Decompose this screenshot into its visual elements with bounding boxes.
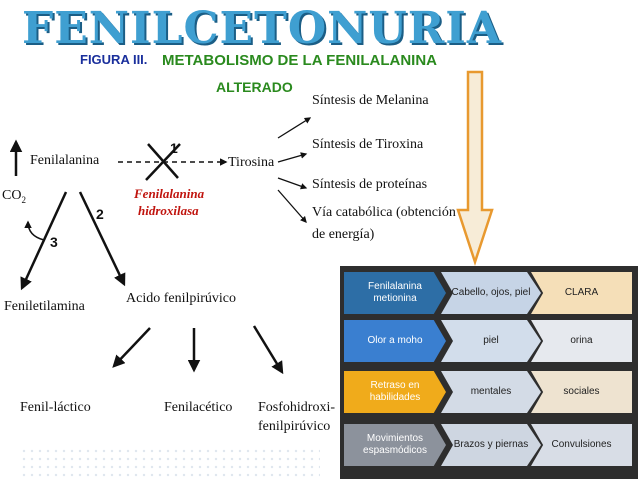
arrow-co2 bbox=[24, 220, 45, 241]
table-cell-r1-c2: Cabello, ojos, piel bbox=[441, 272, 541, 314]
label-fenil-lactico: Fenil-láctico bbox=[20, 400, 91, 415]
slide-header: FENILCETONURIA bbox=[0, 0, 638, 58]
label-fosfohidroxi-1: Fosfohidroxi- bbox=[258, 400, 335, 415]
table-cell-r1-c3: CLARA bbox=[531, 272, 632, 314]
figure-label: FIGURA III. bbox=[80, 52, 148, 67]
arrow-via-catabolica bbox=[277, 189, 307, 223]
co2-text: CO bbox=[2, 188, 22, 203]
arrow-fenil-lactico bbox=[112, 327, 151, 368]
slide-title: FENILCETONURIA bbox=[22, 3, 503, 54]
arrow-tiroxina bbox=[277, 152, 308, 163]
table-cell-r4-c2: Brazos y piernas bbox=[441, 424, 541, 466]
label-co2: CO2 bbox=[2, 188, 26, 208]
table-cell-r3-c1: Retraso en habilidades bbox=[344, 371, 446, 413]
figure-title-line2: ALTERADO bbox=[216, 79, 293, 95]
label-fenilalanina: Fenilalanina bbox=[30, 153, 100, 168]
label-tiroxina: Síntesis de Tiroxina bbox=[312, 137, 424, 152]
label-step-3: 3 bbox=[50, 234, 58, 250]
arrow-acido bbox=[78, 191, 126, 287]
table-cell-r3-c2: mentales bbox=[441, 371, 541, 413]
label-step-2: 2 bbox=[96, 206, 104, 222]
label-energia: de energía) bbox=[312, 227, 375, 242]
table-cell-r3-c3: sociales bbox=[531, 371, 632, 413]
label-enzyme-2: hidroxilasa bbox=[138, 203, 199, 218]
label-acido-fenilpiruvico: Acido fenilpirúvico bbox=[126, 291, 237, 306]
dotted-background bbox=[20, 447, 320, 479]
figure-title: METABOLISMO DE LA FENILALANINA bbox=[162, 52, 437, 69]
arrow-melanina bbox=[277, 117, 312, 139]
arrow-fosfohidroxi bbox=[252, 325, 284, 375]
table-cell-r4-c3: Convulsiones bbox=[531, 424, 632, 466]
label-feniletilamina: Feniletilamina bbox=[4, 299, 85, 314]
table-cell-r2-c3: orina bbox=[531, 320, 632, 362]
label-tirosina: Tirosina bbox=[228, 155, 275, 170]
label-via-catabolica: Vía catabólica (obtención bbox=[312, 205, 456, 220]
label-melanina: Síntesis de Melanina bbox=[312, 93, 429, 108]
table-cell-r2-c2: piel bbox=[441, 320, 541, 362]
table-cell-r1-c1: Fenilalanina metionina bbox=[344, 272, 446, 314]
label-proteinas: Síntesis de proteínas bbox=[312, 177, 428, 192]
table-cell-r4-c1: Movimientos espasmódicos bbox=[344, 424, 446, 466]
label-step-1: 1 bbox=[170, 140, 178, 156]
big-down-arrow bbox=[456, 70, 494, 267]
label-fenilacetico: Fenilacético bbox=[164, 400, 233, 415]
label-enzyme-1: Fenilalanina bbox=[134, 186, 205, 201]
arrow-proteinas bbox=[277, 177, 308, 190]
co2-subscript: 2 bbox=[21, 194, 26, 205]
label-fosfohidroxi-2: fenilpirúvico bbox=[258, 419, 331, 434]
block-cross-line-b bbox=[145, 143, 181, 181]
table-cell-r2-c1: Olor a moho bbox=[344, 320, 446, 362]
